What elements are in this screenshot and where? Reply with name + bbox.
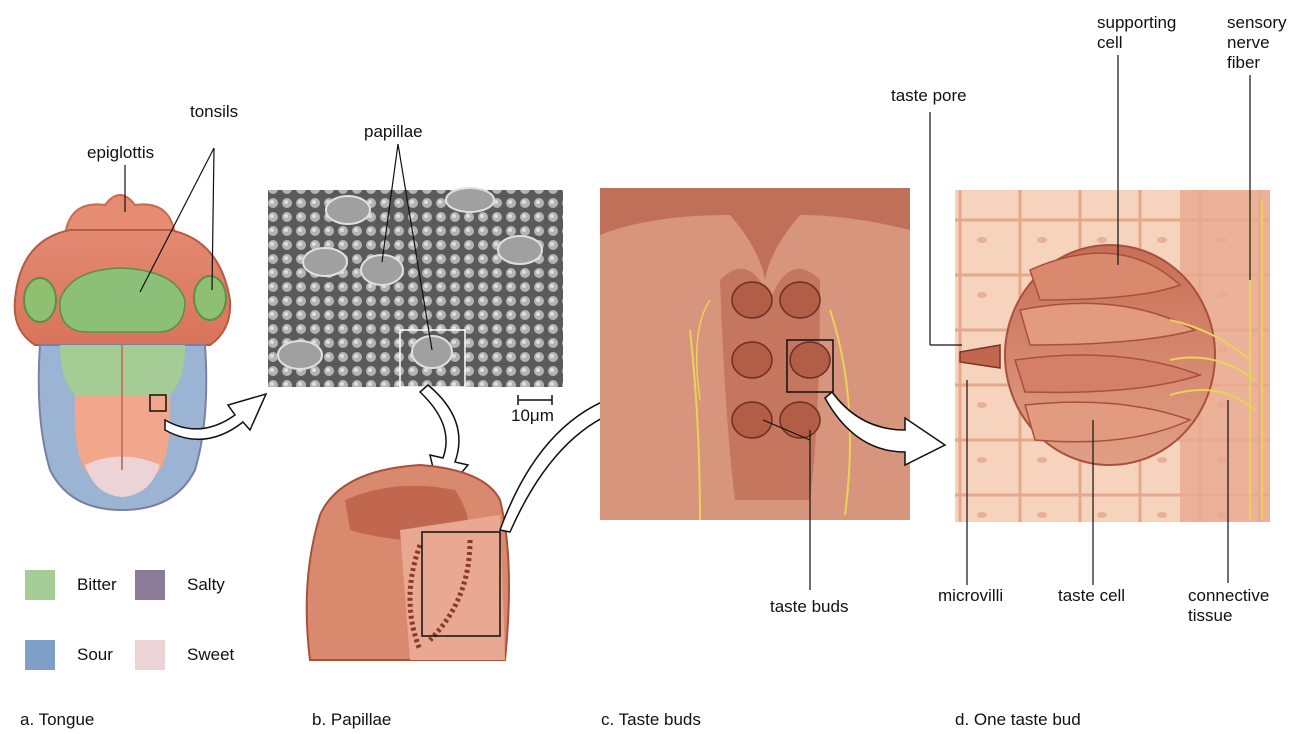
legend-item-sour: Sour <box>25 640 113 670</box>
legend-label-sour: Sour <box>77 645 113 665</box>
label-sensory-nerve-fiber: sensory nerve fiber <box>1227 13 1287 73</box>
label-papillae: papillae <box>364 122 423 142</box>
legend-item-sweet: Sweet <box>135 640 234 670</box>
legend-swatch-sour <box>25 640 55 670</box>
label-taste-cell: taste cell <box>1058 586 1125 606</box>
label-taste-pore: taste pore <box>891 86 967 106</box>
label-connective-tissue: connective tissue <box>1188 586 1269 626</box>
caption-one-taste-bud: d. One taste bud <box>955 710 1081 730</box>
legend-label-sweet: Sweet <box>187 645 234 665</box>
papilla-cutaway <box>307 465 509 660</box>
papillae-micrograph <box>268 188 563 387</box>
legend-swatch-salty <box>135 570 165 600</box>
label-scale-bar: 10μm <box>511 406 554 426</box>
legend-label-bitter: Bitter <box>77 575 117 595</box>
caption-taste-buds: c. Taste buds <box>601 710 701 730</box>
taste-bud-detail <box>955 190 1270 522</box>
label-supporting-cell: supporting cell <box>1097 13 1176 53</box>
legend-swatch-bitter <box>25 570 55 600</box>
label-microvilli: microvilli <box>938 586 1003 606</box>
tongue-illustration <box>15 195 231 510</box>
legend-item-bitter: Bitter <box>25 570 117 600</box>
legend-label-salty: Salty <box>187 575 225 595</box>
label-taste-buds: taste buds <box>770 597 848 617</box>
label-tonsils: tonsils <box>190 102 238 122</box>
legend-swatch-sweet <box>135 640 165 670</box>
caption-tongue: a. Tongue <box>20 710 94 730</box>
legend-item-salty: Salty <box>135 570 225 600</box>
caption-papillae: b. Papillae <box>312 710 391 730</box>
label-epiglottis: epiglottis <box>87 143 154 163</box>
taste-buds-illustration <box>600 188 910 520</box>
